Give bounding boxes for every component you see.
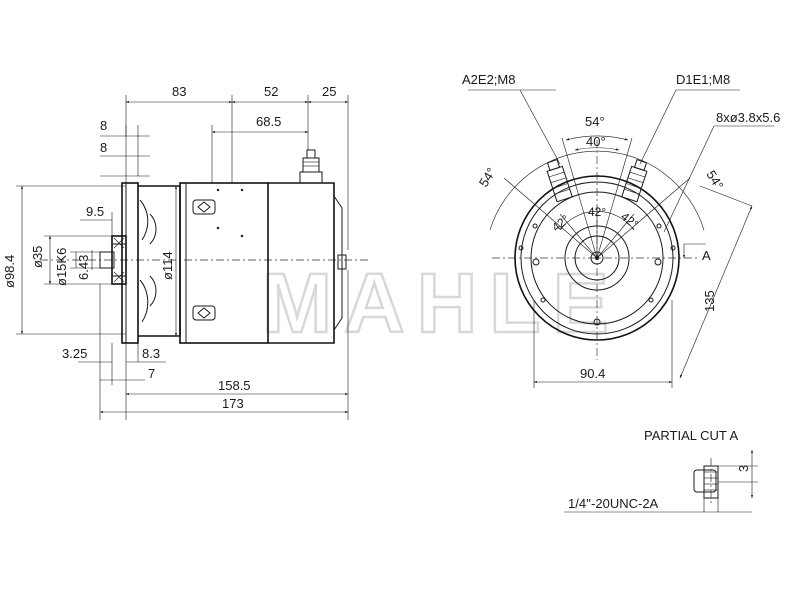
dim-25: 25 [322, 84, 336, 99]
dim-dia-114: ø114 [160, 251, 175, 280]
cut-marker-a: A [702, 248, 711, 263]
dim-9-5: 9.5 [86, 204, 104, 219]
dim-8-b: 8 [100, 140, 107, 155]
angle-42-mid: 42° [588, 205, 606, 219]
dim-173: 173 [222, 396, 244, 411]
thread-label: 1/4''-20UNC-2A [568, 496, 659, 511]
dim-8-a: 8 [100, 118, 107, 133]
angle-54-left: 54° [476, 165, 499, 190]
holes-label: 8xø3.8x5.6 [716, 110, 780, 125]
dim-8-3: 8.3 [142, 346, 160, 361]
dim-83: 83 [172, 84, 186, 99]
dim-90-4: 90.4 [580, 366, 605, 381]
dim-dia-35: ø35 [30, 246, 45, 268]
dim-dia-15k6: ø15K6 [54, 248, 69, 286]
dim-3-25: 3.25 [62, 346, 87, 361]
watermark-logo: MAHLE [262, 256, 621, 350]
dim-68-5: 68.5 [256, 114, 281, 129]
partial-cut-detail [564, 449, 758, 513]
dim-158-5: 158.5 [218, 378, 251, 393]
dim-dia-98-4: ø98.4 [2, 255, 17, 288]
angle-54-top: 54° [585, 114, 605, 129]
angle-40: 40° [586, 134, 606, 149]
dim-135: 135 [702, 290, 717, 312]
end-view [468, 89, 774, 388]
side-view [16, 95, 370, 420]
terminal-label-d1e1: D1E1;M8 [676, 72, 730, 87]
partial-cut-title: PARTIAL CUT A [644, 428, 738, 443]
dim-3: 3 [736, 465, 751, 472]
angle-42-left: 42° [549, 212, 572, 234]
terminal-label-a2e2: A2E2;M8 [462, 72, 515, 87]
dim-7: 7 [148, 366, 155, 381]
dim-6-43: 6.43 [76, 255, 91, 280]
dim-52: 52 [264, 84, 278, 99]
